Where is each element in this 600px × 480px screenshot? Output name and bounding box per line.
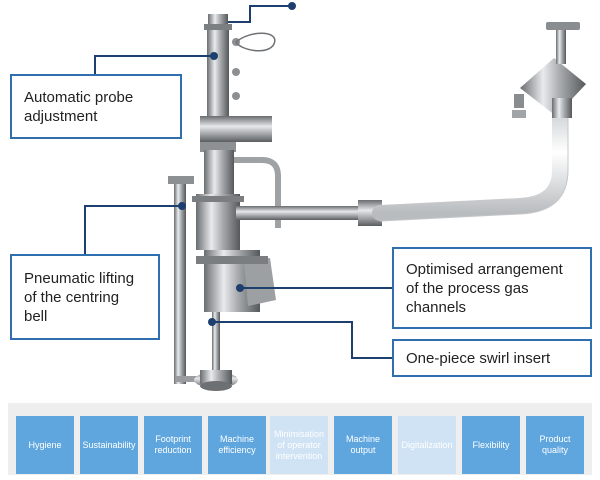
callout-text: One-piece swirl insert: [406, 349, 551, 367]
feature-machine-output[interactable]: Machine output: [334, 416, 392, 474]
swirl-collar: [196, 256, 268, 264]
filler-valve-illustration: [168, 14, 586, 391]
callout-text: Automatic probe adjustment: [24, 88, 134, 125]
feature-machine-efficiency[interactable]: Machine efficiency: [208, 416, 266, 474]
leader-line-pneumatic: [84, 205, 182, 254]
fill-tube: [212, 312, 220, 370]
probe-nut: [232, 68, 240, 76]
valve-body: [196, 194, 240, 250]
product-hose-edge: [379, 112, 569, 222]
swirl-flange: [244, 258, 276, 306]
leader-dots: [178, 2, 296, 326]
callout-swirl-insert: One-piece swirl insert: [392, 339, 592, 377]
product-hose: [372, 104, 568, 221]
feature-label: Footprint reduction: [154, 434, 192, 455]
leader-line-swirl: [212, 321, 392, 359]
feature-label: Product quality: [539, 434, 571, 455]
callout-optimised-arrangement: Optimised arrangement of the process gas…: [392, 247, 592, 329]
probe-stem: [207, 30, 229, 120]
callout-text: Pneumatic lifting of the centring bell: [24, 269, 135, 325]
probe-cap: [204, 24, 232, 30]
centring-bell-base: [200, 381, 232, 391]
feature-digitalization[interactable]: Digitalization: [398, 416, 456, 474]
probe-top: [208, 14, 228, 26]
feature-label: Hygiene: [28, 439, 62, 450]
leader-dot: [210, 52, 218, 60]
probe-nut: [232, 92, 240, 100]
feature-label: Machine efficiency: [218, 434, 256, 455]
feature-label: Digitalization: [401, 439, 453, 450]
feature-label: Sustainability: [82, 439, 136, 450]
probe-cable: [235, 32, 276, 52]
guide-rod-bracket: [168, 176, 194, 184]
leader-dot: [288, 2, 296, 10]
feature-flexibility[interactable]: Flexibility: [462, 416, 520, 474]
leader-line-auto-probe: [94, 55, 214, 75]
callout-text: Optimised arrangement of the process gas…: [406, 260, 563, 316]
feature-footprint-reduction[interactable]: Footprint reduction: [144, 416, 202, 474]
feature-bar: Hygiene Sustainability Footprint reducti…: [8, 403, 592, 475]
product-pipe: [236, 206, 376, 220]
guide-rod: [174, 178, 186, 384]
gas-return-pipe: [234, 157, 281, 228]
valve-ring: [192, 196, 244, 202]
feature-hygiene[interactable]: Hygiene: [16, 416, 74, 474]
upper-block: [200, 116, 272, 142]
callout-pneumatic-lifting: Pneumatic lifting of the centring bell: [10, 254, 160, 340]
upper-block-side: [200, 142, 236, 152]
feature-sustainability[interactable]: Sustainability: [80, 416, 138, 474]
centring-bell-body: [200, 370, 232, 384]
feature-product-quality[interactable]: Product quality: [526, 416, 584, 474]
leader-line-probe-top: [228, 5, 292, 23]
leader-dot: [178, 202, 186, 210]
feature-label: Flexibility: [472, 439, 510, 450]
leader-dot: [208, 318, 216, 326]
callout-automatic-probe-adjustment: Automatic probe adjustment: [10, 74, 182, 139]
main-column: [204, 150, 234, 196]
leader-dot: [236, 284, 244, 292]
feature-label: Machine output: [345, 434, 381, 455]
leader-lines: [84, 5, 392, 359]
feature-minimisation-of-operator-intervention[interactable]: Minimisation of operator intervention: [270, 416, 328, 474]
feature-label: Minimisation of operator intervention: [273, 428, 324, 461]
hose-valve: [512, 22, 586, 118]
